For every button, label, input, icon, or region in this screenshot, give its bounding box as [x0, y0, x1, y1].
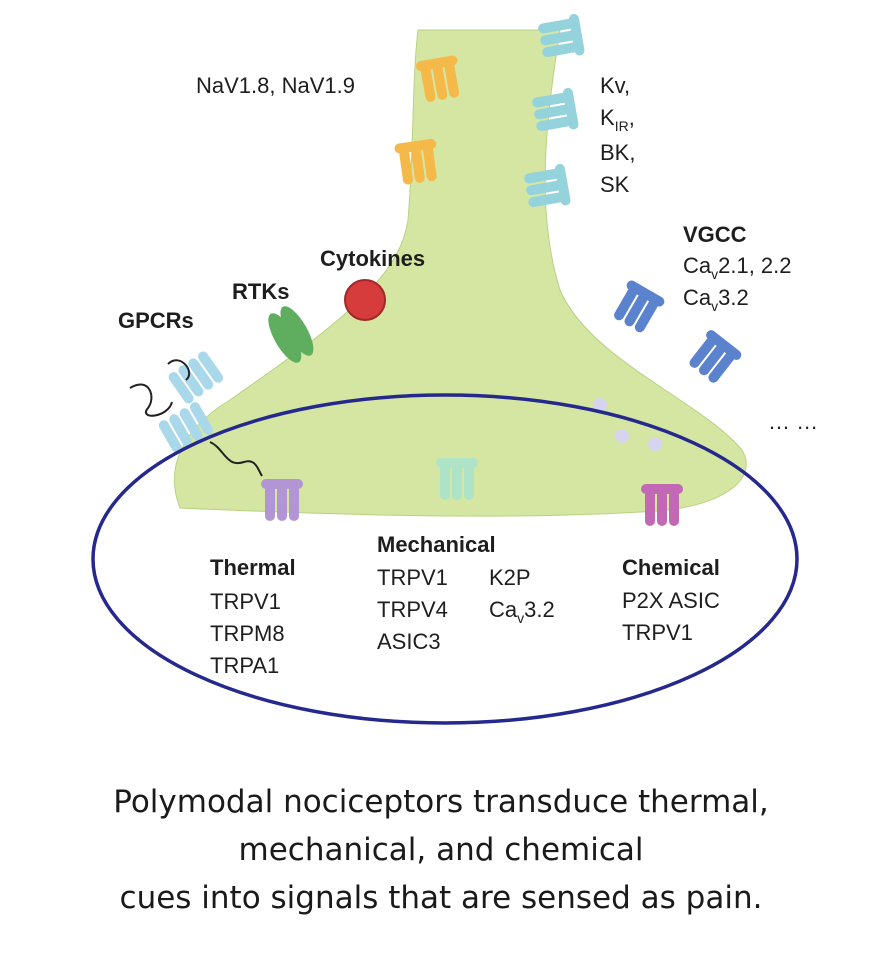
thermal-item: TRPV1: [210, 589, 281, 614]
vgcc-channel-icon: [608, 278, 667, 337]
gpcr-icon: [166, 349, 225, 406]
rtks-label: RTKs: [232, 279, 289, 304]
chemical-channel-icon: [641, 484, 683, 526]
bk-label: BK,: [600, 140, 635, 165]
nav-channels-label: NaV1.8, NaV1.9: [196, 73, 355, 98]
thermal-item: TRPM8: [210, 621, 285, 646]
nerve-terminal-membrane: [173, 29, 747, 517]
vesicle-icon: [593, 398, 607, 412]
vgcc-cav3-label: Cav3.2: [683, 285, 749, 314]
caption-line: cues into signals that are sensed as pai…: [119, 880, 763, 916]
mechanical-item: ASIC3: [377, 629, 441, 654]
thermal-title: Thermal: [210, 555, 296, 580]
caption-line: Polymodal nociceptors transduce thermal,: [113, 784, 769, 820]
thermal-item: TRPA1: [210, 653, 279, 678]
rtk-icon: [268, 306, 314, 363]
cytokine-icon: [344, 279, 386, 321]
caption-line: mechanical, and chemical: [238, 832, 644, 868]
vesicle-icon: [648, 437, 662, 451]
gpcrs-label: GPCRs: [118, 308, 194, 333]
gpcr-tail-icon: [129, 383, 173, 417]
vgcc-title: VGCC: [683, 222, 747, 247]
caption: Polymodal nociceptors transduce thermal,…: [0, 778, 882, 922]
mechanical-item: Cav3.2: [489, 597, 555, 626]
cytokines-label: Cytokines: [320, 246, 425, 271]
kv-label: Kv,: [600, 73, 630, 98]
thermal-channel-icon: [261, 479, 303, 521]
chemical-item: P2X ASIC: [622, 588, 720, 613]
continuation-ellipsis: … …: [768, 409, 818, 434]
mechanical-item: TRPV1: [377, 565, 448, 590]
kir-label: KIR,: [600, 105, 635, 134]
chemical-title: Chemical: [622, 555, 720, 580]
mechanical-title: Mechanical: [377, 532, 496, 557]
sensory-transduction-ellipse: [91, 393, 799, 725]
potassium-channel-icon: [536, 13, 586, 62]
vgcc-channel-icon: [684, 328, 744, 388]
mechanical-item: K2P: [489, 565, 531, 590]
mechanical-channel-icon: [436, 458, 478, 500]
mechanical-item: TRPV4: [377, 597, 448, 622]
vesicle-icon: [615, 429, 629, 443]
sk-label: SK: [600, 172, 630, 197]
chemical-item: TRPV1: [622, 620, 693, 645]
nav-channel-icon: [393, 138, 442, 186]
gpcr-tail-icon: [209, 441, 263, 477]
gpcr-tail-icon: [167, 359, 191, 381]
vgcc-cav2-label: Cav2.1, 2.2: [683, 253, 792, 282]
